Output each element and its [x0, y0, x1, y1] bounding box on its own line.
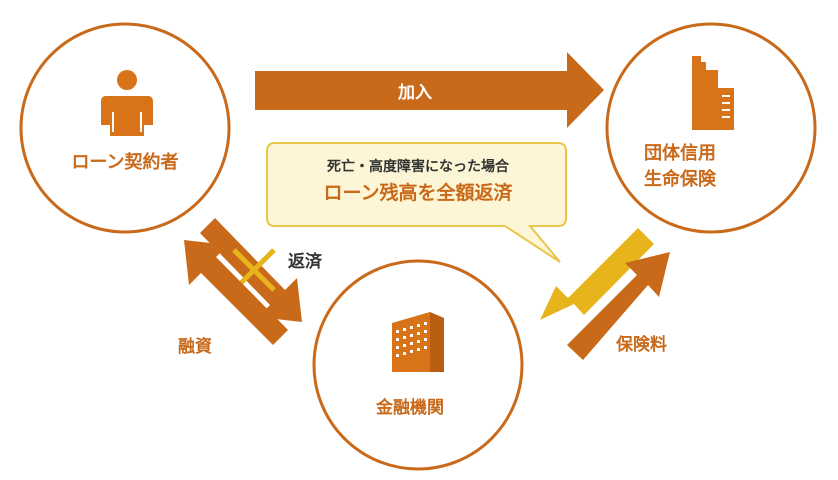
borrower-label: ローン契約者: [71, 152, 179, 173]
bank-building-icon: [392, 312, 444, 372]
bank-label: 金融機関: [376, 398, 444, 418]
person-icon: [101, 70, 153, 136]
insurer-label-line1: 団体信用: [644, 143, 716, 164]
loan-arrow-label: 融資: [178, 337, 212, 357]
premium-arrow: [567, 252, 670, 360]
premium-arrow-label: 保険料: [616, 335, 667, 355]
callout-result-text: ローン残高を全額返済: [323, 182, 513, 204]
join-arrow: [255, 52, 604, 128]
loan-arrow: [184, 240, 288, 345]
insurer-label-line2: 生命保険: [644, 169, 716, 190]
office-building-icon: [692, 56, 734, 130]
insurer-label: 団体信用 生命保険: [620, 141, 740, 193]
join-arrow-label: 加入: [398, 83, 432, 103]
payout-arrow: [540, 228, 654, 320]
callout-box: [266, 142, 567, 263]
callout-condition-text: 死亡・高度障害になった場合: [327, 159, 509, 175]
repay-arrow-label: 返済: [288, 252, 322, 272]
